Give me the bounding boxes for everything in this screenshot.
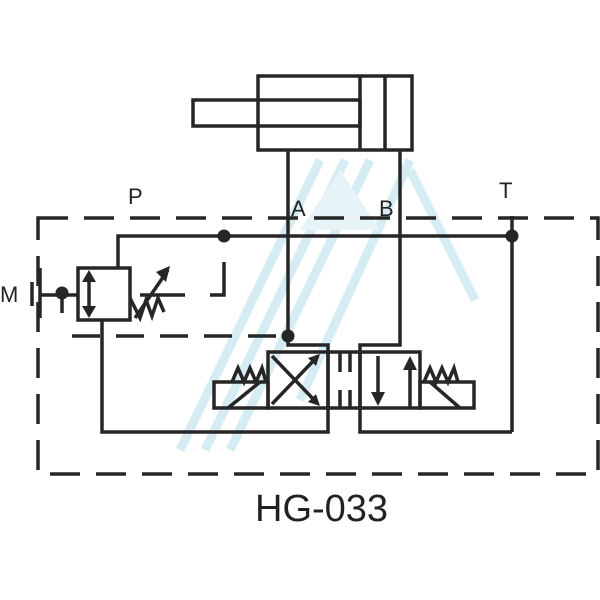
line-b [358,150,402,352]
cylinder-rod [191,98,362,128]
cylinder-body [256,74,414,152]
model-title: HG-033 [255,488,389,530]
port-label-a: A [291,196,306,221]
manifold-boundary [36,216,600,476]
return-line-left [100,320,330,434]
line-p [116,234,512,268]
relief-valve [76,266,132,322]
valve-position-center [326,350,362,410]
port-label-p: P [128,184,143,209]
port-label-t: T [499,178,513,203]
spring-right [422,362,460,387]
gauge-dot [55,286,69,300]
junction-dot [281,329,295,343]
gauge-label-m: M [0,282,19,307]
junction-dot [217,229,231,243]
return-line-right [358,408,512,434]
spring-left [230,362,268,387]
line-a [286,150,330,352]
junction-dot [505,229,519,243]
valve-position-parallel [358,350,422,410]
port-label-b: B [379,196,394,221]
